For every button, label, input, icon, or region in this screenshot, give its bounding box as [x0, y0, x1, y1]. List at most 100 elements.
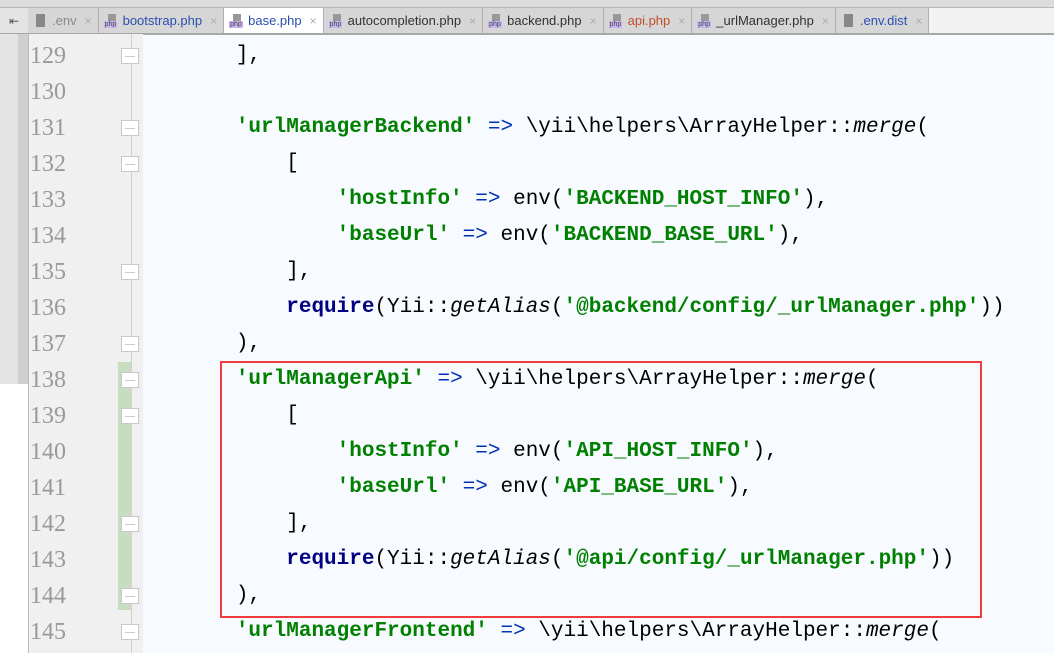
code-token: )) [928, 548, 955, 571]
tab-api-php[interactable]: api.php× [603, 8, 693, 33]
code-token: require [286, 296, 375, 319]
pin-tabs-icon[interactable]: ⇤ [0, 8, 28, 33]
close-icon[interactable]: × [309, 13, 317, 28]
code-token: => [462, 188, 514, 211]
fold-marker-icon[interactable] [121, 516, 139, 532]
close-icon[interactable]: × [84, 13, 92, 28]
tab-urlManager-php[interactable]: _urlManager.php× [692, 8, 836, 33]
code-line: 132 [ [0, 146, 1054, 182]
close-icon[interactable]: × [210, 13, 218, 28]
fold-marker-icon[interactable] [121, 264, 139, 280]
fold-marker-icon[interactable] [121, 336, 139, 352]
code-line: 140 'hostInfo' => env('API_HOST_INFO'), [0, 434, 1054, 470]
code-token [135, 116, 236, 139]
code-token: ], [135, 512, 312, 535]
code-token: \yii\helpers\ArrayHelper:: [538, 620, 866, 643]
code-token: 'hostInfo' [336, 440, 463, 463]
line-number: 135 [30, 259, 66, 285]
code-token: => [487, 620, 539, 643]
tab-env-dist[interactable]: .env.dist × [835, 8, 930, 33]
code-line: 141 'baseUrl' => env('API_BASE_URL'), [0, 470, 1054, 506]
line-number: 138 [30, 367, 66, 393]
code-token: 'API_BASE_URL' [550, 476, 728, 499]
php-file-icon [103, 13, 119, 28]
tab-label: bootstrap.php [122, 13, 203, 28]
code-token: env( [500, 224, 551, 247]
code-token: 'BACKEND_HOST_INFO' [563, 188, 803, 211]
fold-marker-icon[interactable] [121, 372, 139, 388]
editor-tab-bar: ⇤ .env×bootstrap.php×base.php×autocomple… [0, 7, 1054, 35]
line-number: 144 [30, 583, 66, 609]
code-token: ( [550, 548, 564, 571]
fold-marker-icon[interactable] [121, 120, 139, 136]
code-token: '@backend/config/_urlManager.php' [563, 296, 980, 319]
code-token: \yii\helpers\ArrayHelper:: [525, 116, 854, 139]
code-line: 137 ), [0, 326, 1054, 362]
code-token: 'hostInfo' [336, 188, 463, 211]
code-token: ), [727, 476, 753, 499]
left-tool-panel [0, 34, 29, 653]
code-token: ( [550, 296, 564, 319]
line-number: 139 [30, 403, 66, 429]
close-icon[interactable]: × [915, 13, 923, 28]
code-token: merge [853, 116, 917, 139]
code-line: 134 'baseUrl' => env('BACKEND_BASE_URL')… [0, 218, 1054, 254]
php-file-icon [697, 13, 712, 28]
text-file-icon [34, 13, 48, 28]
php-file-icon [328, 13, 344, 28]
code-token: 'urlManagerBackend' [235, 116, 476, 139]
code-token: 'urlManagerApi' [235, 368, 425, 391]
line-number: 140 [30, 439, 66, 465]
close-icon[interactable]: × [589, 13, 597, 28]
code-token [135, 188, 337, 211]
code-line: 145 'urlManagerFrontend' => \yii\helpers… [0, 614, 1054, 650]
code-token: [ [135, 152, 299, 175]
vcs-change-marker[interactable] [118, 362, 131, 610]
tab-label: autocompletion.php [347, 13, 462, 28]
code-token: getAlias [450, 296, 551, 319]
code-line: 139 [ [0, 398, 1054, 434]
code-token: 'baseUrl' [336, 224, 451, 247]
line-number: 134 [30, 223, 66, 249]
fold-marker-icon[interactable] [121, 624, 139, 640]
fold-marker-icon[interactable] [121, 588, 139, 604]
highlight-annotation-box [220, 361, 982, 618]
fold-marker-icon[interactable] [121, 408, 139, 424]
tab-env[interactable]: .env× [28, 8, 99, 33]
code-token: )) [979, 296, 1005, 319]
code-token: merge [865, 620, 929, 643]
code-token: ), [802, 188, 829, 211]
fold-marker-icon[interactable] [121, 156, 139, 172]
code-token: 'BACKEND_BASE_URL' [550, 224, 778, 247]
code-token: ), [752, 440, 778, 463]
code-token: [ [135, 404, 299, 427]
window-top-strip [0, 0, 1054, 8]
code-token: ], [135, 44, 262, 67]
code-token: => [450, 476, 501, 499]
code-token: ), [135, 332, 262, 355]
code-token: getAlias [450, 548, 551, 571]
close-icon[interactable]: × [678, 13, 686, 28]
tab-bootstrap-php[interactable]: bootstrap.php × [98, 8, 225, 33]
code-token: => [424, 368, 476, 391]
code-line: 130 [0, 74, 1054, 110]
code-token: (Yii:: [374, 296, 451, 319]
code-token: require [286, 548, 375, 571]
line-number: 129 [30, 43, 66, 69]
tab-label: base.php [248, 13, 302, 28]
code-token: => [462, 440, 514, 463]
line-number: 130 [30, 79, 66, 105]
tab-label: .env.dist [859, 13, 908, 28]
tab-backend-php[interactable]: backend.php× [483, 8, 604, 33]
close-icon[interactable]: × [821, 13, 829, 28]
scrollbar[interactable] [18, 34, 28, 384]
line-number: 137 [30, 331, 66, 357]
code-token: ], [135, 260, 312, 283]
fold-marker-icon[interactable] [121, 48, 139, 64]
code-token: \yii\helpers\ArrayHelper:: [475, 368, 803, 391]
line-number: 143 [30, 547, 66, 573]
tab-base-php[interactable]: base.php × [224, 8, 324, 33]
tab-autocompletion-php[interactable]: autocompletion.php × [323, 8, 484, 33]
close-icon[interactable]: × [469, 13, 477, 28]
line-number: 133 [30, 187, 66, 213]
